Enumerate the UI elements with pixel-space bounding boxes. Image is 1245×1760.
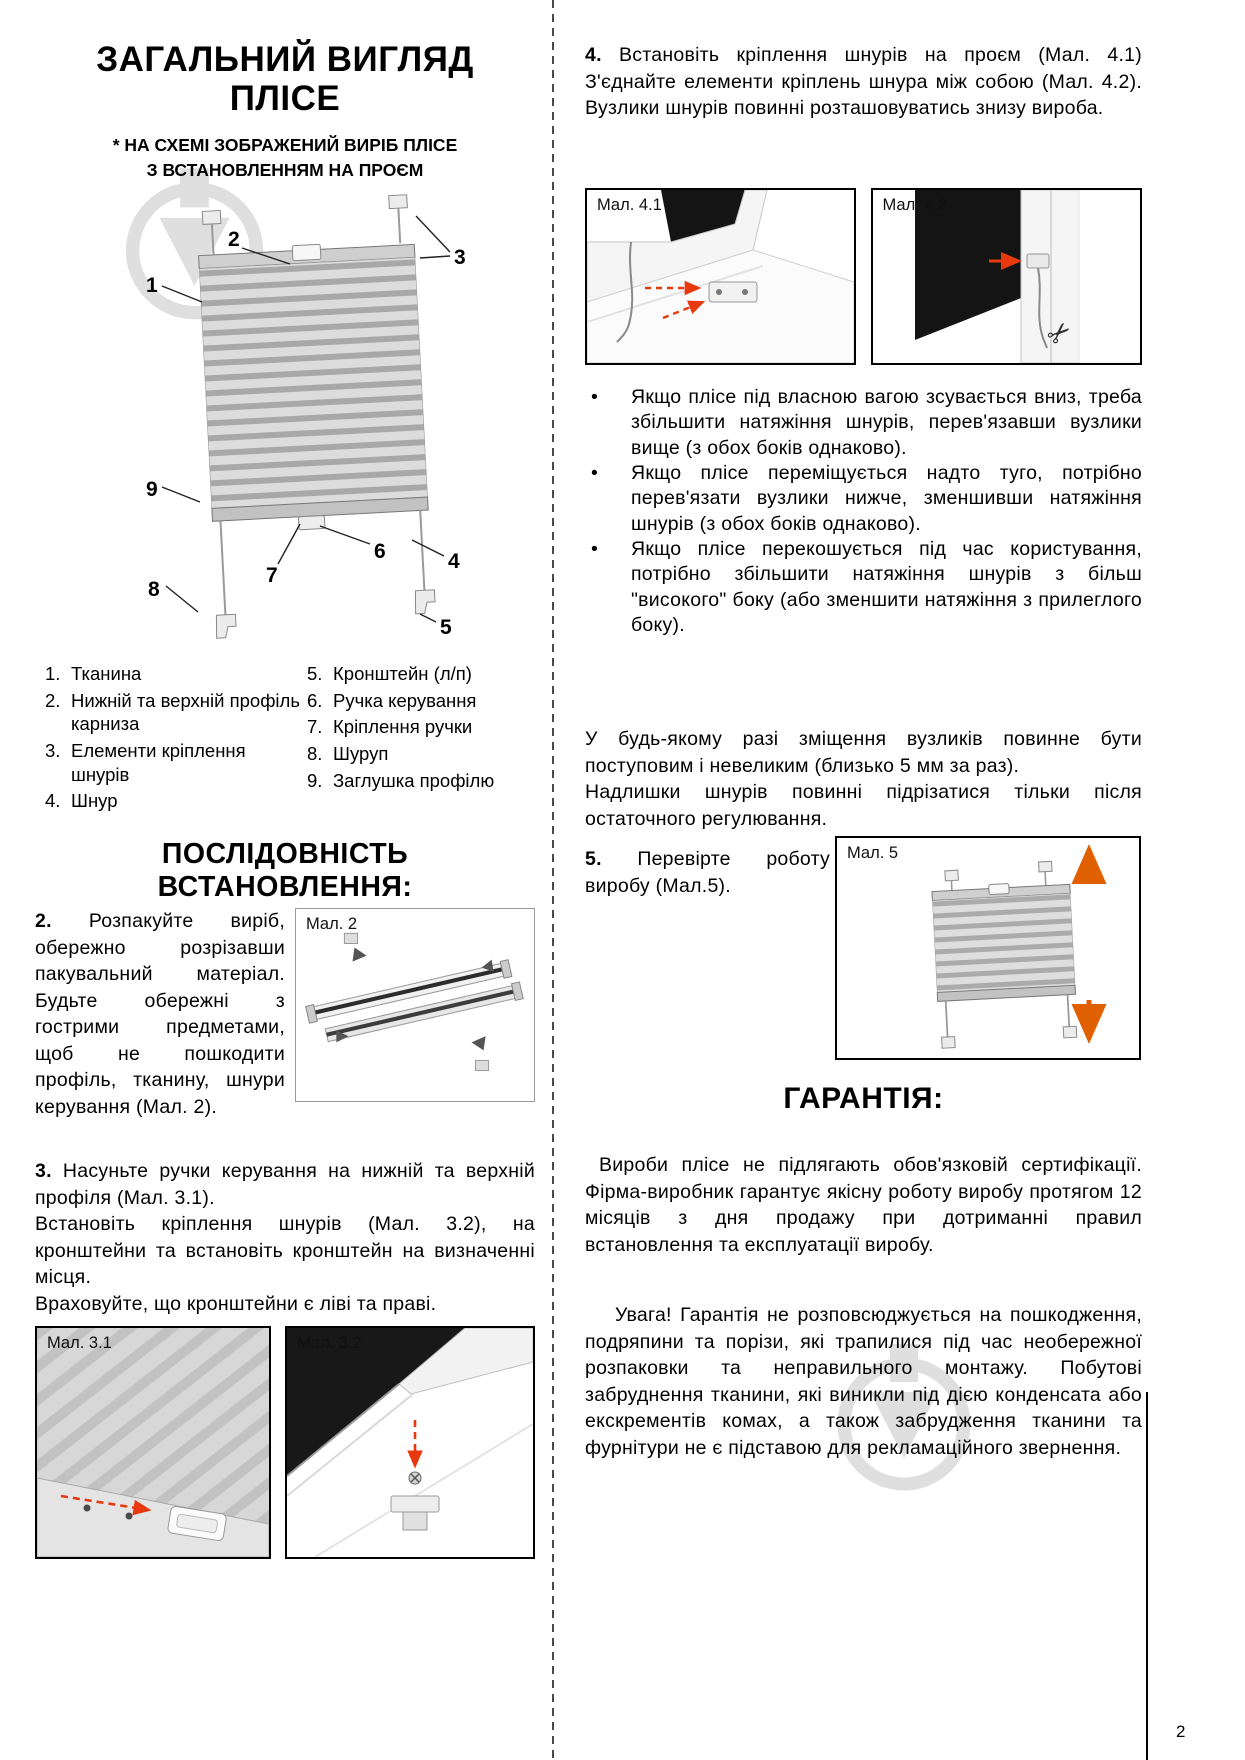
title-line-1: ЗАГАЛЬНИЙ ВИГЛЯД bbox=[96, 40, 474, 79]
callout-3: 3 bbox=[454, 246, 466, 269]
figure-3-2: Мал. 3.2 bbox=[285, 1326, 535, 1559]
figure-4-2-label: Мал. 4.2 bbox=[882, 196, 948, 214]
footer-rule bbox=[1146, 1392, 1148, 1760]
page-title: ЗАГАЛЬНИЙ ВИГЛЯД ПЛІСЕ bbox=[35, 40, 535, 118]
note-line: У будь-якому разі зміщення вузликів пови… bbox=[585, 728, 1142, 777]
bullet-text: Якщо плісе під власною вагою зсувається … bbox=[631, 386, 1142, 459]
step-number: 5. bbox=[585, 848, 602, 870]
step-body: Враховуйте, що кронштейни є ліві та прав… bbox=[35, 1292, 437, 1315]
step-body: Встановіть кріплення шнурів на проєм (Ма… bbox=[585, 44, 1143, 120]
callout-2: 2 bbox=[228, 228, 240, 251]
adjustment-bullet-list: • Якщо плісе під власною вагою зсуваєтьс… bbox=[585, 385, 1142, 638]
callout-8: 8 bbox=[148, 578, 160, 601]
step-2-text: 2. Розпакуйте виріб, обережно розрізавши… bbox=[35, 908, 285, 1120]
legend-column-1: 1.Тканина 2.Нижній та верхній профіль ка… bbox=[45, 662, 307, 816]
step-number: 2. bbox=[35, 910, 52, 932]
legend-item: 7.Кріплення ручки bbox=[307, 716, 473, 738]
legend-item: 1.Тканина bbox=[45, 663, 142, 684]
legend-item: 5.Кронштейн (л/п) bbox=[307, 663, 472, 684]
page-number: 2 bbox=[1176, 1722, 1186, 1741]
list-item: • Якщо плісе під власною вагою зсуваєтьс… bbox=[585, 385, 1142, 461]
column-divider bbox=[552, 0, 554, 1760]
step-body: Перевірте роботу виробу (Мал.5). bbox=[585, 848, 830, 897]
legend-column-2: 5.Кронштейн (л/п) 6.Ручка керування 7.Кр… bbox=[307, 662, 535, 816]
callout-9: 9 bbox=[146, 478, 158, 501]
step-2-row: 2. Розпакуйте виріб, обережно розрізавши… bbox=[35, 908, 535, 1120]
bullet-icon: • bbox=[591, 462, 599, 485]
callout-6: 6 bbox=[374, 540, 386, 563]
figures-4-row: Мал. 4.1 bbox=[585, 188, 1142, 365]
step-number: 3. bbox=[35, 1160, 52, 1182]
brand-watermark-icon bbox=[837, 1344, 971, 1491]
bullet-text: Якщо плісе переміщується надто туго, пот… bbox=[631, 462, 1142, 535]
callout-4: 4 bbox=[448, 550, 460, 573]
bullet-icon: • bbox=[591, 538, 599, 561]
bullet-icon: • bbox=[591, 386, 599, 408]
pleated-blind-drawing bbox=[198, 194, 436, 639]
figure-5-label: Мал. 5 bbox=[847, 844, 899, 862]
title-line-2: ПЛІСЕ bbox=[229, 79, 341, 119]
step-5-text: 5. Перевірте роботу виробу (Мал.5). bbox=[585, 846, 830, 899]
figures-3-row: Мал. 3.1 bbox=[35, 1326, 535, 1559]
sequence-heading: ПОСЛІДОВНІСТЬ ВСТАНОВЛЕННЯ: bbox=[157, 838, 413, 903]
warranty-paragraph-2: Увага! Гарантія не розповсюджується на п… bbox=[585, 1304, 1142, 1459]
step-body: Насуньте ручки керування на нижній та ве… bbox=[35, 1160, 535, 1209]
list-item: • Якщо плісе переміщується надто туго, п… bbox=[585, 461, 1142, 537]
cord-trim-photo: ✂ bbox=[872, 190, 1141, 363]
step-body: Розпакуйте виріб, обережно розрізавши па… bbox=[35, 910, 285, 1118]
callout-leader-lines bbox=[161, 215, 451, 623]
legend-item: 6.Ручка керування bbox=[307, 689, 477, 711]
step-number: 4. bbox=[585, 44, 602, 66]
figure-3-2-label: Мал. 3.2 bbox=[297, 1334, 362, 1352]
legend: 1.Тканина 2.Нижній та верхній профіль ка… bbox=[45, 662, 535, 816]
note-line: Надлишки шнурів повинні підрізатися тіль… bbox=[585, 781, 1142, 830]
callout-1: 1 bbox=[146, 274, 158, 297]
figure-3-1-label: Мал. 3.1 bbox=[47, 1334, 112, 1352]
bracket-screw-photo bbox=[287, 1328, 533, 1557]
right-column: 4. Встановіть кріплення шнурів на проєм … bbox=[585, 0, 1142, 1760]
figure-3-1: Мал. 3.1 bbox=[35, 1326, 271, 1559]
profiles-diagram bbox=[305, 932, 524, 1072]
callout-7: 7 bbox=[266, 564, 278, 587]
adjustment-note: У будь-якому разі зміщення вузликів пови… bbox=[585, 726, 1142, 832]
legend-item: 4.Шнур bbox=[45, 790, 118, 812]
subtitle-line-2: З ВСТАНОВЛЕННЯМ НА ПРОЄМ bbox=[146, 160, 424, 181]
legend-item: 8.Шуруп bbox=[307, 743, 389, 765]
figure-4-1: Мал. 4.1 bbox=[585, 188, 856, 365]
callout-5: 5 bbox=[440, 616, 452, 639]
list-item: • Якщо плісе перекошується під час корис… bbox=[585, 537, 1142, 638]
step-3-text: 3. Насуньте ручки керування на нижній та… bbox=[35, 1158, 535, 1317]
step-4-text: 4. Встановіть кріплення шнурів на проєм … bbox=[585, 42, 1142, 122]
figure-4-2: Мал. 4.2 ✂ bbox=[870, 188, 1142, 365]
step-body: Встановіть кріплення шнурів (Мал. 3.2), … bbox=[35, 1213, 535, 1289]
legend-item: 9.Заглушка профілю bbox=[307, 769, 495, 791]
handle-mount-photo bbox=[37, 1328, 269, 1557]
left-column: ЗАГАЛЬНИЙ ВИГЛЯД ПЛІСЕ * НА СХЕМІ ЗОБРАЖ… bbox=[35, 0, 535, 1760]
subtitle-line-1: * НА СХЕМІ ЗОБРАЖЕНИЙ ВИРІБ ПЛІСЕ bbox=[112, 135, 458, 155]
page-subtitle: * НА СХЕМІ ЗОБРАЖЕНИЙ ВИРІБ ПЛІСЕ З ВСТА… bbox=[35, 133, 535, 184]
warranty-heading: ГАРАНТІЯ: bbox=[783, 1082, 944, 1115]
cord-mount-photo bbox=[587, 190, 854, 363]
operation-check-diagram bbox=[931, 844, 1107, 1049]
figure-2: Мал. 2 bbox=[295, 908, 535, 1102]
figure-4-1-label: Мал. 4.1 bbox=[597, 196, 662, 214]
warranty-paragraph-1: Вироби плісе не підлягають обов'язковій … bbox=[585, 1154, 1142, 1256]
legend-item: 3.Елементи кріплення шнурів bbox=[45, 740, 246, 785]
figure-5: Мал. 5 bbox=[835, 836, 1141, 1060]
blind-overview-diagram: 1 2 3 9 7 6 4 8 5 bbox=[146, 194, 466, 639]
legend-item: 2.Нижній та верхній профіль карниза bbox=[45, 689, 300, 735]
figure-2-label: Мал. 2 bbox=[306, 915, 358, 933]
bullet-text: Якщо плісе перекошується під час користу… bbox=[631, 538, 1142, 637]
